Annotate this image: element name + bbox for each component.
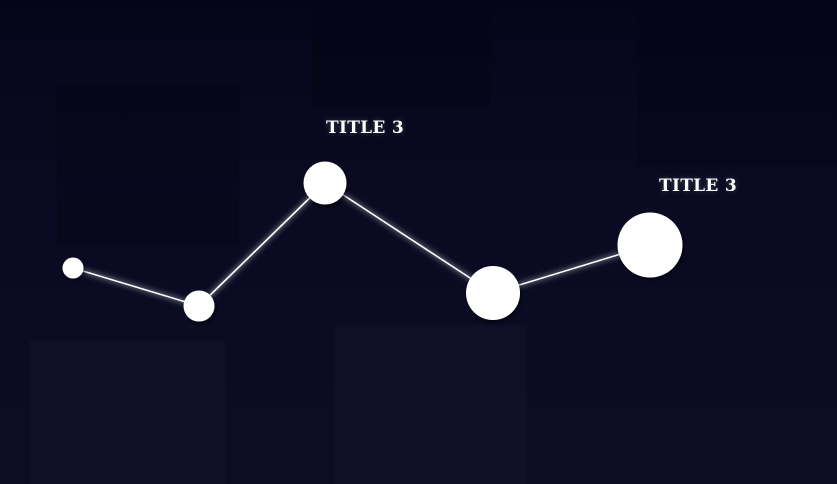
background-panel	[312, 0, 490, 108]
background-panel	[57, 85, 239, 245]
connector-line	[198, 182, 326, 307]
connector-line	[324, 182, 494, 294]
connector-lines	[72, 182, 651, 307]
node-circle	[617, 212, 683, 278]
node-title-label: TITLE 3	[325, 118, 405, 138]
node-circle	[183, 290, 215, 322]
nodes	[62, 161, 683, 322]
background-panel	[638, 0, 837, 165]
node-circle	[62, 257, 84, 279]
node-circle	[466, 266, 520, 320]
node-circle	[303, 161, 347, 205]
node-title-label: TITLE 3	[658, 176, 738, 196]
connector-line	[72, 267, 200, 307]
